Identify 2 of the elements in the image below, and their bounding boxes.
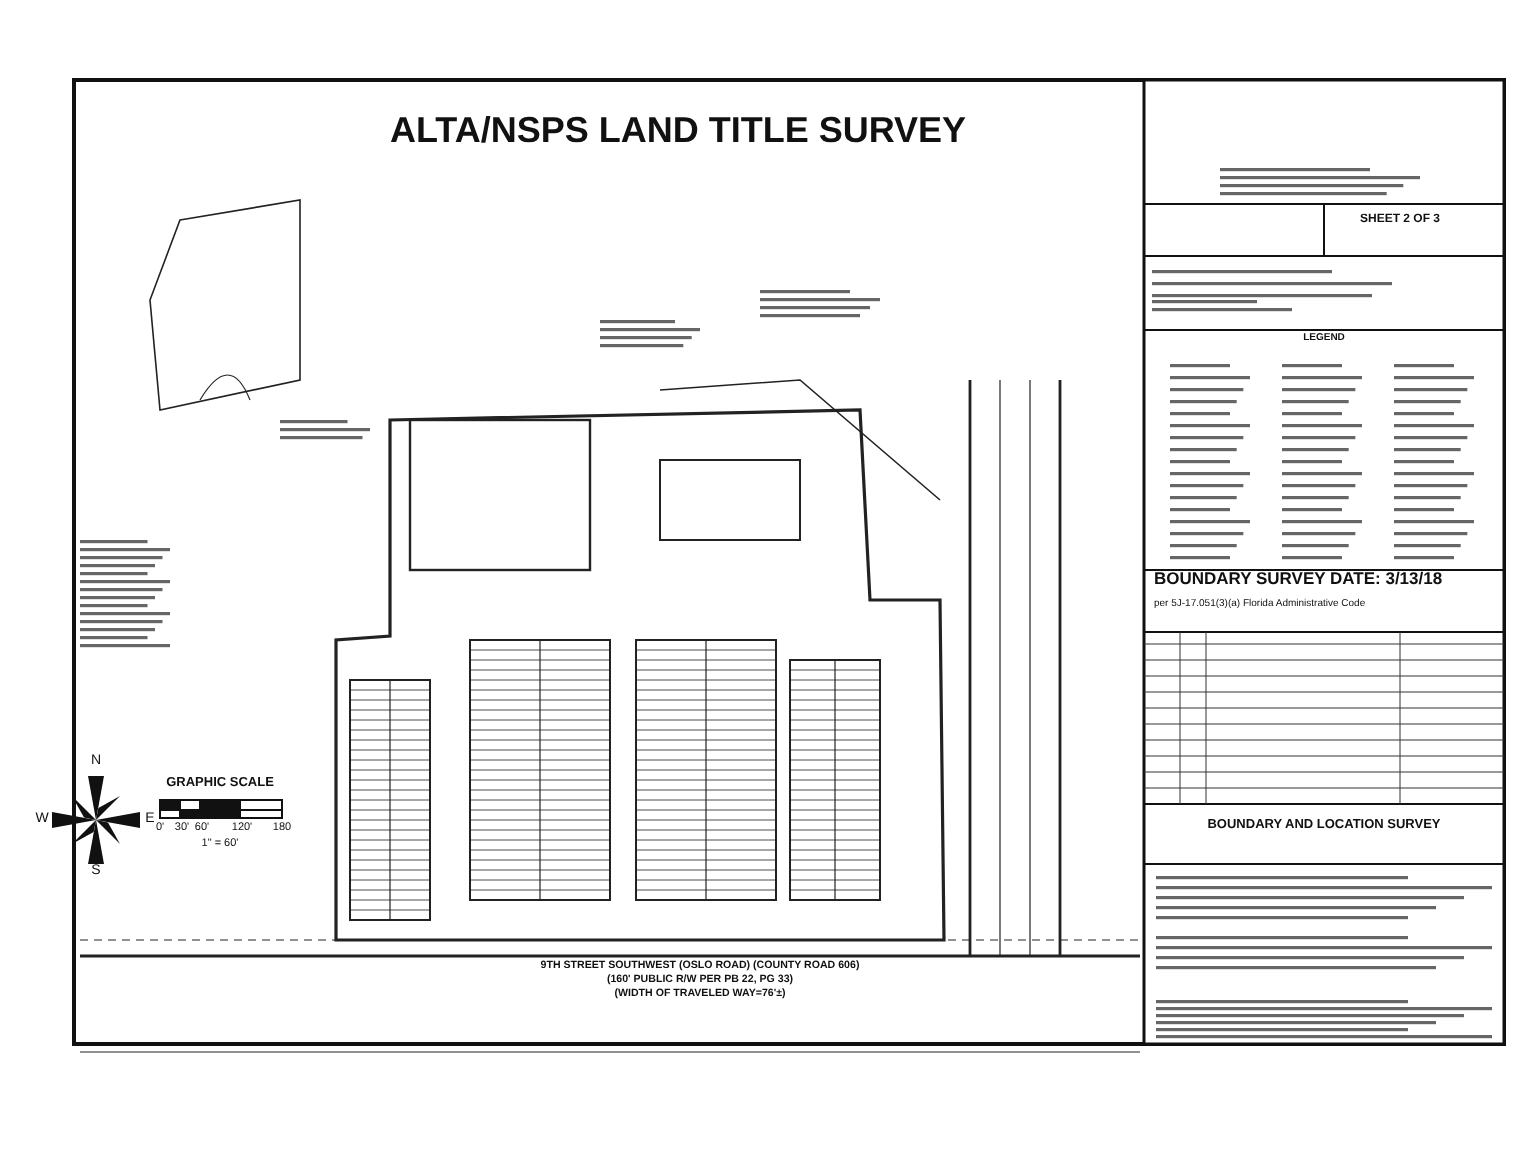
title-block-text: BOUNDARY SURVEY DATE: 3/13/18 — [1154, 570, 1443, 590]
drawing-title: ALTA/NSPS LAND TITLE SURVEY — [390, 112, 967, 152]
